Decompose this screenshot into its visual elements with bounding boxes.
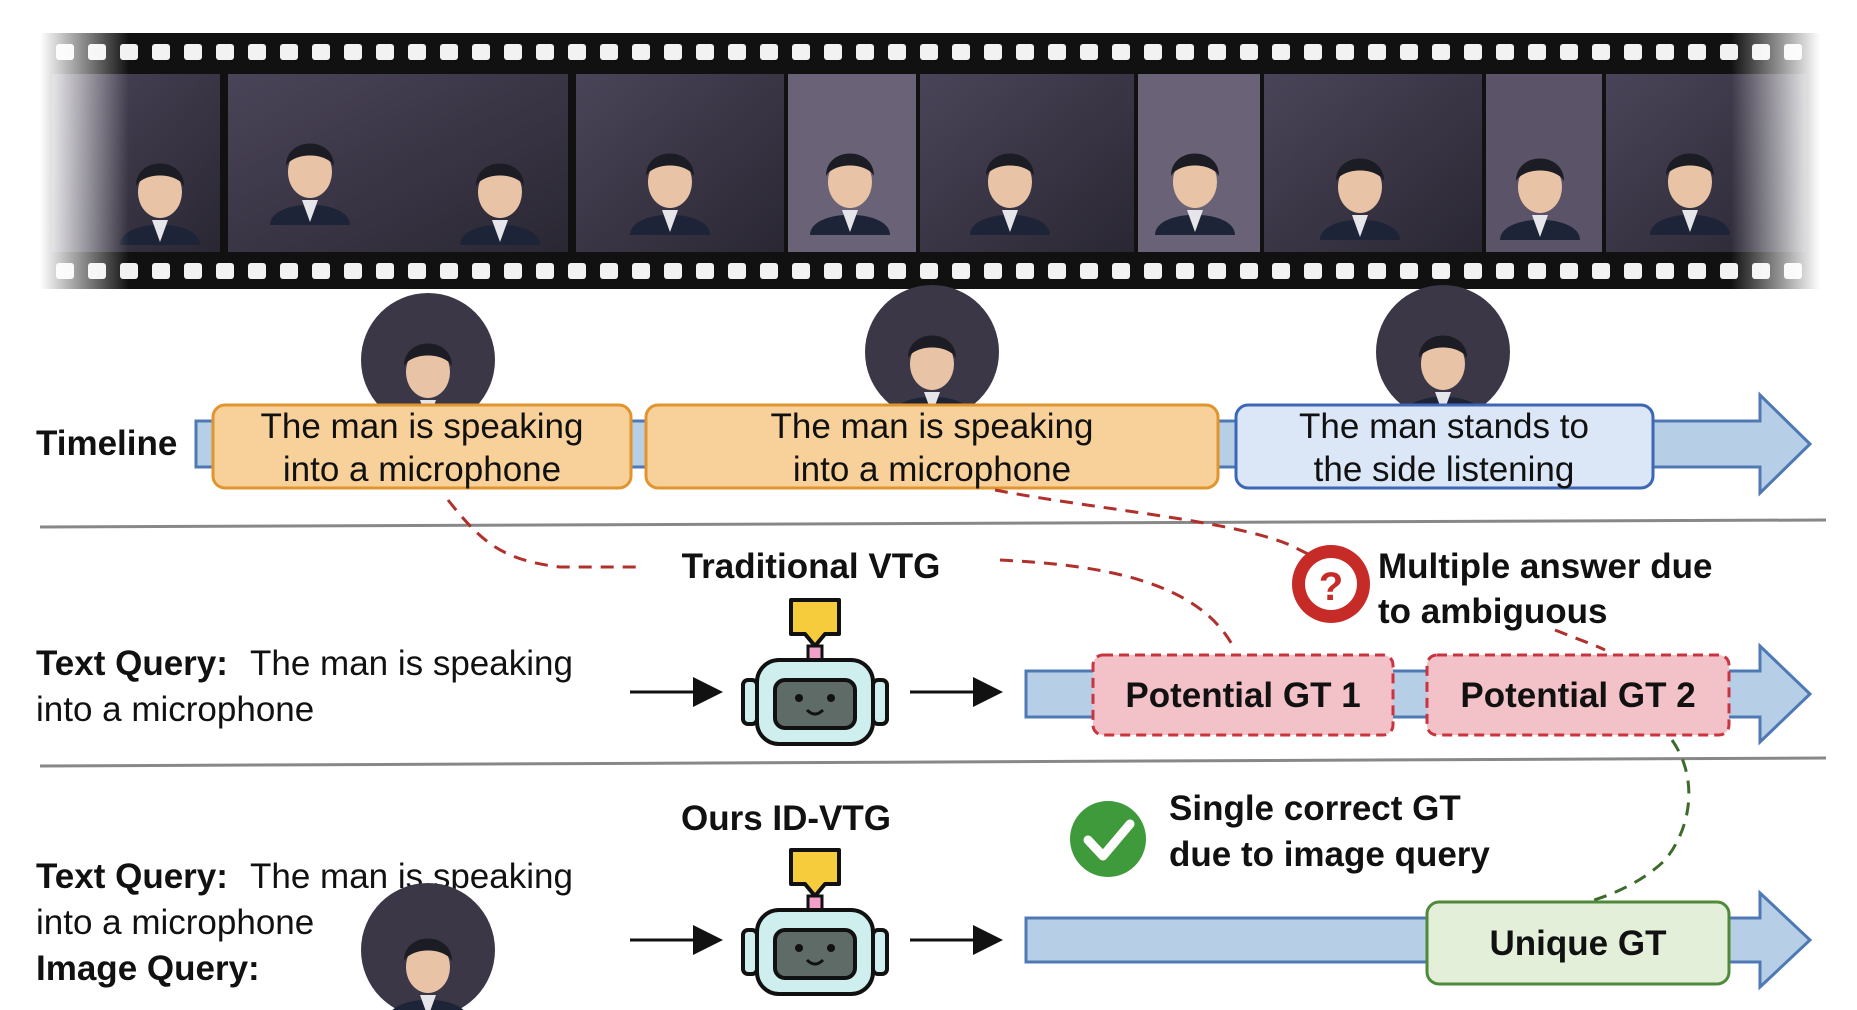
potential-gt-1: Potential GT 1 bbox=[1091, 653, 1395, 737]
dashed-link bbox=[446, 499, 640, 569]
segment-text: into a microphone bbox=[283, 450, 561, 489]
avatar bbox=[865, 285, 999, 419]
svg-text:?: ? bbox=[1319, 565, 1343, 609]
timeline-segment-1: The man is speaking into a microphone bbox=[211, 403, 633, 490]
traditional-vtg-row: Traditional VTG Text Query: The man is s… bbox=[36, 488, 1813, 746]
gt-label: Unique GT bbox=[1490, 924, 1667, 963]
unique-gt: Unique GT bbox=[1425, 900, 1731, 986]
question-icon: ? bbox=[1292, 545, 1370, 623]
check-icon bbox=[1070, 801, 1146, 877]
divider bbox=[39, 518, 1827, 529]
dashed-link bbox=[1574, 739, 1691, 907]
robot-icon bbox=[741, 598, 889, 746]
film-fade bbox=[40, 33, 1820, 289]
dashed-link bbox=[999, 558, 1237, 651]
potential-gt-2: Potential GT 2 bbox=[1425, 653, 1731, 737]
dashed-link bbox=[994, 488, 1331, 567]
dashed-link bbox=[1554, 628, 1606, 652]
gt-label: Potential GT 1 bbox=[1125, 676, 1360, 715]
ours-id-vtg-row: Ours ID-VTG Text Query: The man is speak… bbox=[36, 739, 1813, 1010]
image-query-avatar bbox=[361, 883, 495, 1010]
text-query-value: into a microphone bbox=[36, 903, 314, 942]
segment-text: into a microphone bbox=[793, 450, 1071, 489]
timeline-segment-2: The man is speaking into a microphone bbox=[644, 403, 1220, 490]
timeline-segment-3: The man stands to the side listening bbox=[1234, 403, 1655, 490]
divider bbox=[39, 756, 1827, 768]
text-query-value: The man is speaking bbox=[250, 644, 573, 683]
ambiguity-note: to ambiguous bbox=[1378, 592, 1607, 631]
text-query-value: into a microphone bbox=[36, 690, 314, 729]
ambiguity-note: Multiple answer due bbox=[1378, 547, 1713, 586]
text-query-label: Text Query: bbox=[36, 857, 228, 896]
avatar bbox=[361, 293, 495, 427]
segment-text: The man stands to bbox=[1299, 407, 1589, 446]
segment-text: The man is speaking bbox=[771, 407, 1094, 446]
timeline-label: Timeline bbox=[36, 424, 177, 463]
segment-text: the side listening bbox=[1314, 450, 1575, 489]
ours-id-vtg-title: Ours ID-VTG bbox=[681, 799, 891, 838]
timeline-row: Timeline The man is speaking into a micr… bbox=[36, 285, 1813, 497]
film-strip bbox=[40, 33, 1820, 289]
image-query-label: Image Query: bbox=[36, 949, 260, 988]
single-gt-note: due to image query bbox=[1169, 835, 1490, 874]
output-timeline-arrow bbox=[1024, 889, 1813, 991]
robot-icon bbox=[741, 848, 889, 996]
single-gt-note: Single correct GT bbox=[1169, 789, 1461, 828]
avatar bbox=[1376, 285, 1510, 419]
traditional-vtg-title: Traditional VTG bbox=[682, 547, 941, 586]
segment-text: The man is speaking bbox=[261, 407, 584, 446]
gt-label: Potential GT 2 bbox=[1460, 676, 1695, 715]
text-query-label: Text Query: bbox=[36, 644, 228, 683]
